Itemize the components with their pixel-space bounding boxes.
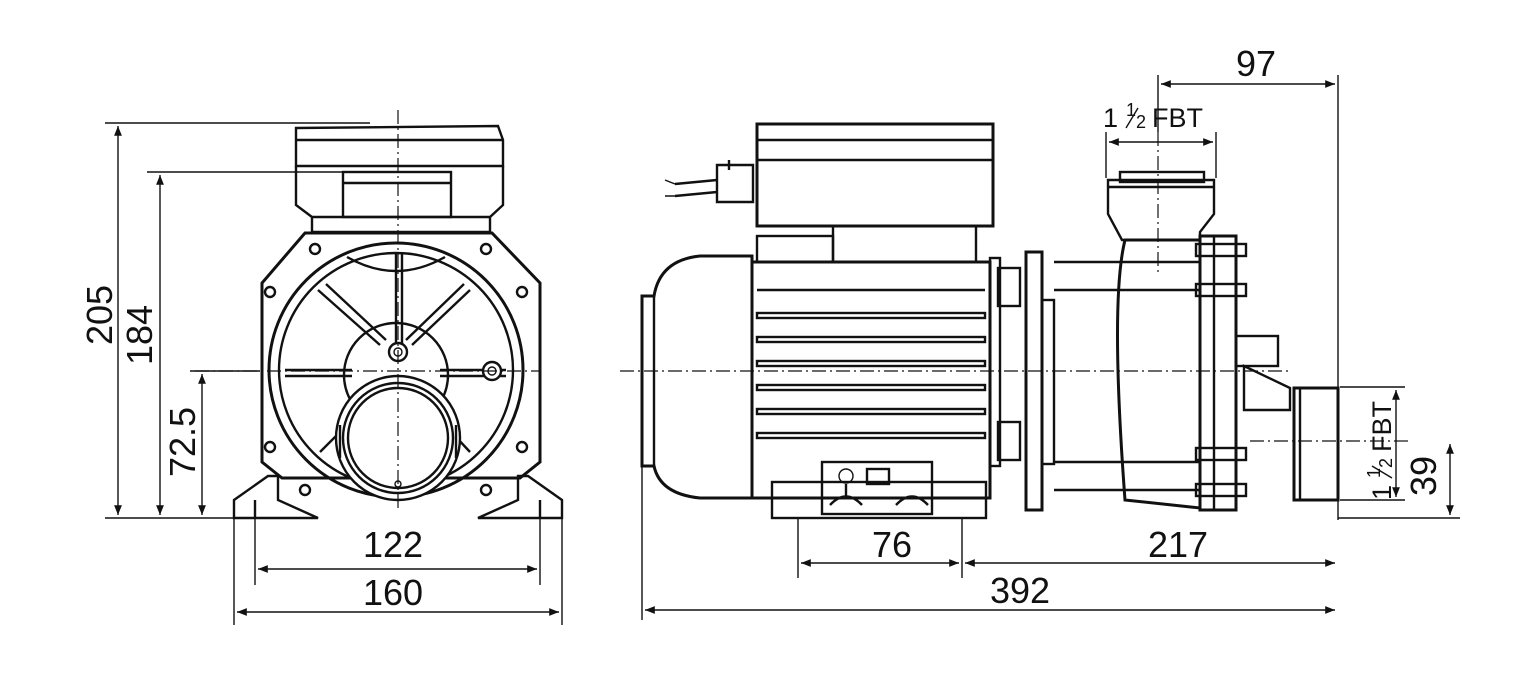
- side-cable-gland: [715, 163, 755, 204]
- svg-text:1: 1: [1126, 100, 1136, 120]
- side-top-port: [1106, 178, 1216, 242]
- dim-97: 97: [1236, 43, 1276, 84]
- label-side-port-size: 1 1 2 FBT: [1364, 401, 1397, 500]
- svg-text:2: 2: [1136, 112, 1146, 132]
- svg-text:1: 1: [1103, 103, 1118, 133]
- dim-72-5: 72.5: [162, 407, 203, 477]
- svg-text:FBT: FBT: [1152, 103, 1203, 133]
- side-dimensions: 97 1 1 2 FBT 1 1 2 FBT 39: [641, 43, 1460, 620]
- label-top-port-size: 1 1 2 FBT: [1103, 100, 1203, 133]
- side-bolt-plate: [1198, 234, 1238, 512]
- front-motor-body: [260, 231, 542, 480]
- side-terminal-box: [755, 122, 995, 228]
- side-volute: [1116, 238, 1202, 510]
- side-base: [770, 480, 988, 520]
- dim-184: 184: [119, 305, 160, 365]
- front-view: [195, 110, 564, 520]
- dim-392: 392: [990, 570, 1050, 611]
- front-bolts: [263, 242, 529, 497]
- front-right-foot: [477, 474, 564, 520]
- dim-217: 217: [1148, 524, 1208, 565]
- dim-39: 39: [1403, 456, 1444, 496]
- svg-text:2: 2: [1376, 458, 1396, 468]
- side-bolts: [1194, 242, 1248, 498]
- front-dimensions: 205 184 72.5 122 160: [79, 122, 563, 625]
- side-cooling-fins: [755, 288, 987, 440]
- side-fan-cover: [640, 254, 754, 500]
- side-view: [620, 122, 1410, 520]
- side-pump-flange: [1024, 250, 1044, 512]
- dim-122: 122: [363, 524, 423, 565]
- dim-205: 205: [79, 285, 120, 345]
- front-gland: [341, 170, 453, 219]
- svg-text:FBT: FBT: [1367, 401, 1397, 452]
- svg-text:1: 1: [1364, 468, 1384, 478]
- svg-text:1: 1: [1367, 485, 1397, 500]
- front-left-foot: [232, 474, 319, 520]
- dim-76: 76: [872, 524, 912, 565]
- dim-160: 160: [363, 572, 423, 613]
- front-terminal-lid: [294, 124, 505, 168]
